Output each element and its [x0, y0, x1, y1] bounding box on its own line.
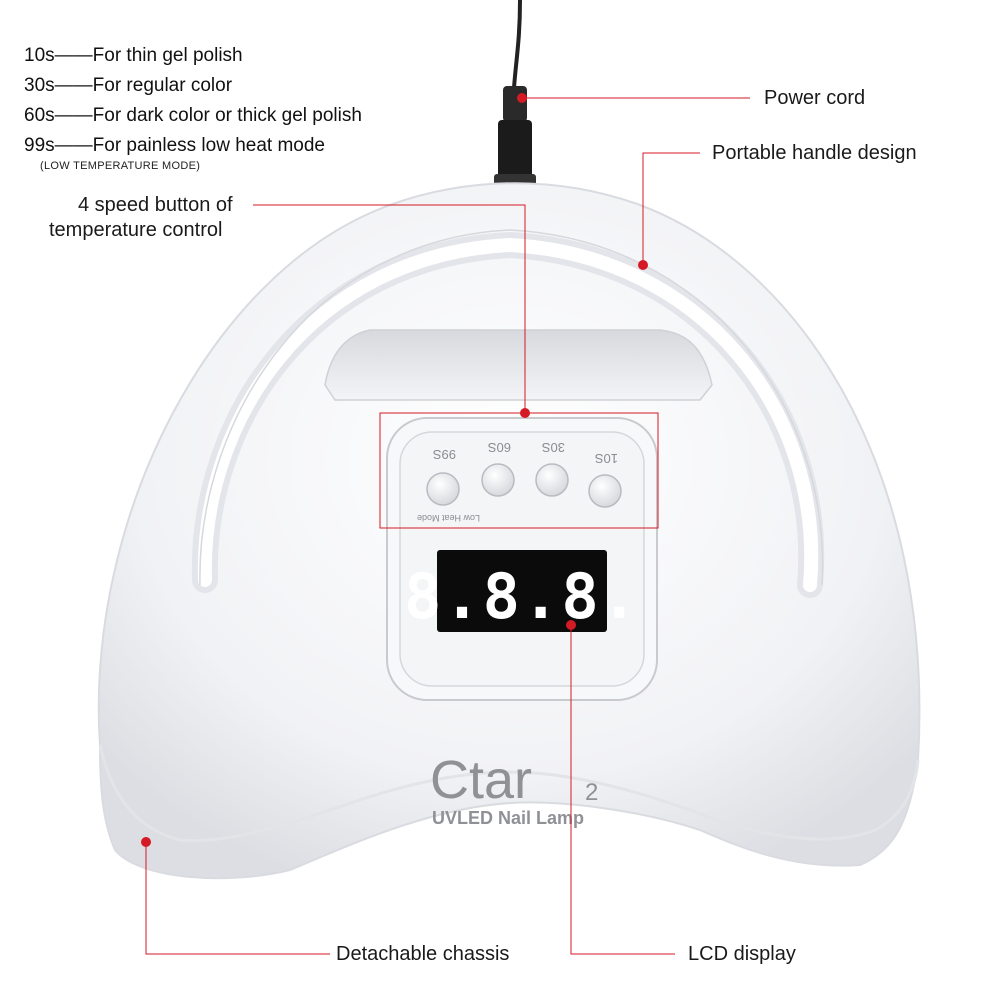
callout-lines [145, 97, 750, 955]
timing-note-99s-time: 99s [24, 135, 55, 156]
button-99s[interactable] [426, 472, 460, 506]
button-label-10s: 10S [595, 451, 618, 466]
lcd-display: 8.8.8. [404, 550, 640, 633]
caption-handle: Portable handle design [712, 142, 917, 164]
timing-note-60s: 60s——For dark color or thick gel polish [24, 105, 362, 126]
power-cord [494, 0, 536, 186]
timing-note-60s-time: 60s [24, 105, 55, 126]
timing-note-30s-time: 30s [24, 75, 55, 96]
button-30s[interactable] [535, 463, 569, 497]
timing-note-30s-text: For regular color [92, 75, 233, 96]
timing-note-10s: 10s——For thin gel polish [24, 45, 243, 66]
brand-name: Ctar [430, 750, 532, 810]
timing-note-30s: 30s——For regular color [24, 75, 233, 96]
caption-speed-button-2: temperature control [49, 219, 223, 241]
caption-chassis: Detachable chassis [336, 943, 510, 965]
panel-buttons [426, 463, 622, 508]
brand-tagline: UVLED Nail Lamp [432, 808, 584, 828]
timing-note-99s-text: For painless low heat mode [92, 135, 325, 156]
caption-speed-button-1: 4 speed button of [78, 194, 233, 216]
timing-note-60s-text: For dark color or thick gel polish [92, 105, 362, 126]
timing-note-10s-text: For thin gel polish [92, 45, 243, 66]
button-label-99s: 99S [433, 447, 456, 462]
timing-note-99s: 99s——For painless low heat mode [24, 135, 325, 156]
caption-power-cord: Power cord [764, 87, 866, 109]
brand-subscript: 2 [585, 779, 598, 806]
callout-dots [141, 93, 648, 847]
button-label-30s: 30S [542, 440, 565, 455]
low-heat-label: Low Heat Mode [417, 513, 480, 523]
button-10s[interactable] [588, 474, 622, 508]
button-60s[interactable] [481, 463, 515, 497]
low-temp-note: (LOW TEMPERATURE MODE) [40, 160, 201, 172]
handle-arch [191, 229, 825, 598]
timing-note-10s-time: 10s [24, 45, 55, 66]
handle-slot [324, 329, 713, 401]
button-label-60s: 60S [488, 440, 511, 455]
lcd-readout: 8.8.8. [404, 560, 640, 633]
caption-lcd: LCD display [688, 943, 796, 965]
